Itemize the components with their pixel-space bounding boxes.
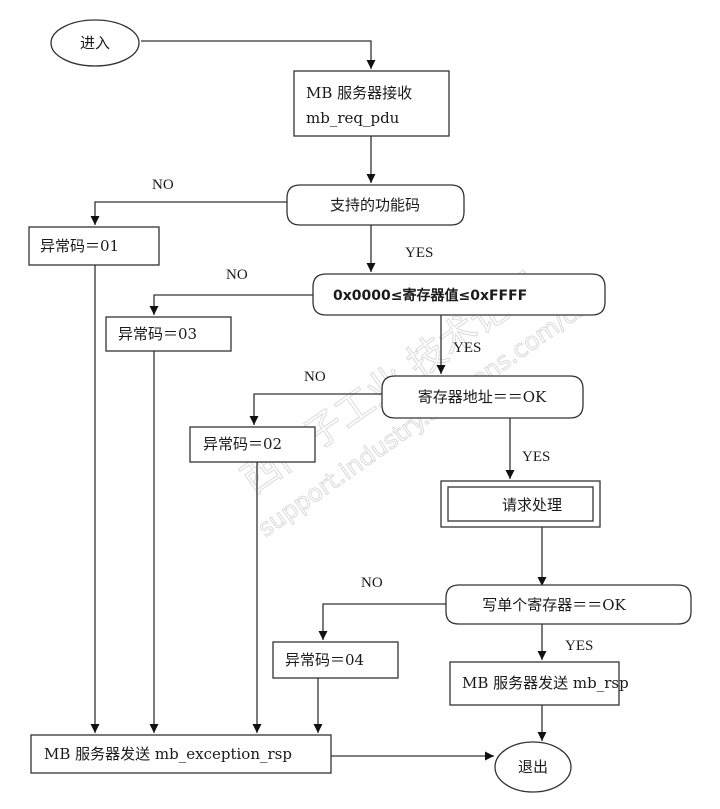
send-exc-box [30, 734, 332, 774]
write-ok-label: 写单个寄存器＝＝OK [482, 596, 626, 614]
label-addr-yes: YES [522, 449, 550, 465]
node-process: 请求处理 [440, 480, 601, 528]
label-range-yes: YES [453, 340, 481, 356]
err01-box [28, 226, 160, 266]
label-fc-no: NO [152, 177, 174, 193]
node-receive: MB 服务器接收 mb_req_pdu [293, 70, 450, 137]
err04-label: 异常码＝04 [285, 651, 364, 669]
node-fc-supported: 支持的功能码 [286, 184, 465, 226]
process-inner-box [447, 486, 594, 522]
fc-supported-decision [286, 184, 465, 226]
end-ellipse [494, 741, 572, 793]
edge-write-err04 [318, 603, 446, 640]
node-send-exc: MB 服务器发送 mb_exception_rsp [30, 734, 332, 774]
edge-fc-err01 [90, 201, 287, 225]
label-fc-yes: YES [405, 245, 433, 261]
send-rsp-label: MB 服务器发送 mb_rsp [462, 674, 629, 692]
end-label: 退出 [518, 758, 548, 776]
addr-ok-decision [381, 375, 584, 419]
addr-ok-label: 寄存器地址＝＝OK [418, 388, 547, 406]
edge-start-receive [141, 40, 376, 69]
receive-label-line2: mb_req_pdu [306, 109, 400, 127]
err02-label: 异常码＝02 [203, 435, 282, 453]
node-start: 进入 [50, 19, 140, 67]
node-write-ok: 写单个寄存器＝＝OK [445, 584, 692, 625]
node-send-rsp: MB 服务器发送 mb_rsp [449, 661, 629, 706]
process-label: 请求处理 [502, 496, 562, 514]
connectors [90, 40, 547, 761]
err04-box [272, 641, 399, 679]
start-label: 进入 [80, 34, 110, 52]
err03-label: 异常码＝03 [118, 325, 197, 343]
label-write-yes: YES [565, 638, 593, 654]
edge-labels: NO YES NO YES NO YES NO YES [152, 177, 593, 654]
receive-label-line1: MB 服务器接收 [306, 84, 412, 102]
value-range-label: 0x0000≤寄存器值≤0xFFFF [333, 287, 527, 304]
err03-box [105, 316, 232, 352]
send-rsp-box [449, 661, 620, 706]
label-write-no: NO [361, 575, 383, 591]
node-addr-ok: 寄存器地址＝＝OK [381, 375, 584, 419]
send-exc-label: MB 服务器发送 mb_exception_rsp [44, 745, 292, 763]
label-range-no: NO [226, 267, 248, 283]
start-ellipse [50, 19, 140, 67]
write-ok-decision [445, 584, 692, 625]
node-value-range: 0x0000≤寄存器值≤0xFFFF [312, 273, 606, 316]
value-range-decision [312, 273, 606, 316]
label-addr-no: NO [304, 369, 326, 385]
node-err04: 异常码＝04 [272, 641, 399, 679]
err02-box [189, 426, 316, 463]
node-err01: 异常码＝01 [28, 226, 160, 266]
node-err03: 异常码＝03 [105, 316, 232, 352]
err01-label: 异常码＝01 [40, 237, 119, 255]
receive-box [293, 70, 450, 137]
edge-range-err03 [149, 294, 313, 315]
node-end: 退出 [494, 741, 572, 793]
node-err02: 异常码＝02 [189, 426, 316, 463]
edge-addr-err02 [249, 393, 382, 425]
fc-supported-label: 支持的功能码 [330, 196, 420, 214]
